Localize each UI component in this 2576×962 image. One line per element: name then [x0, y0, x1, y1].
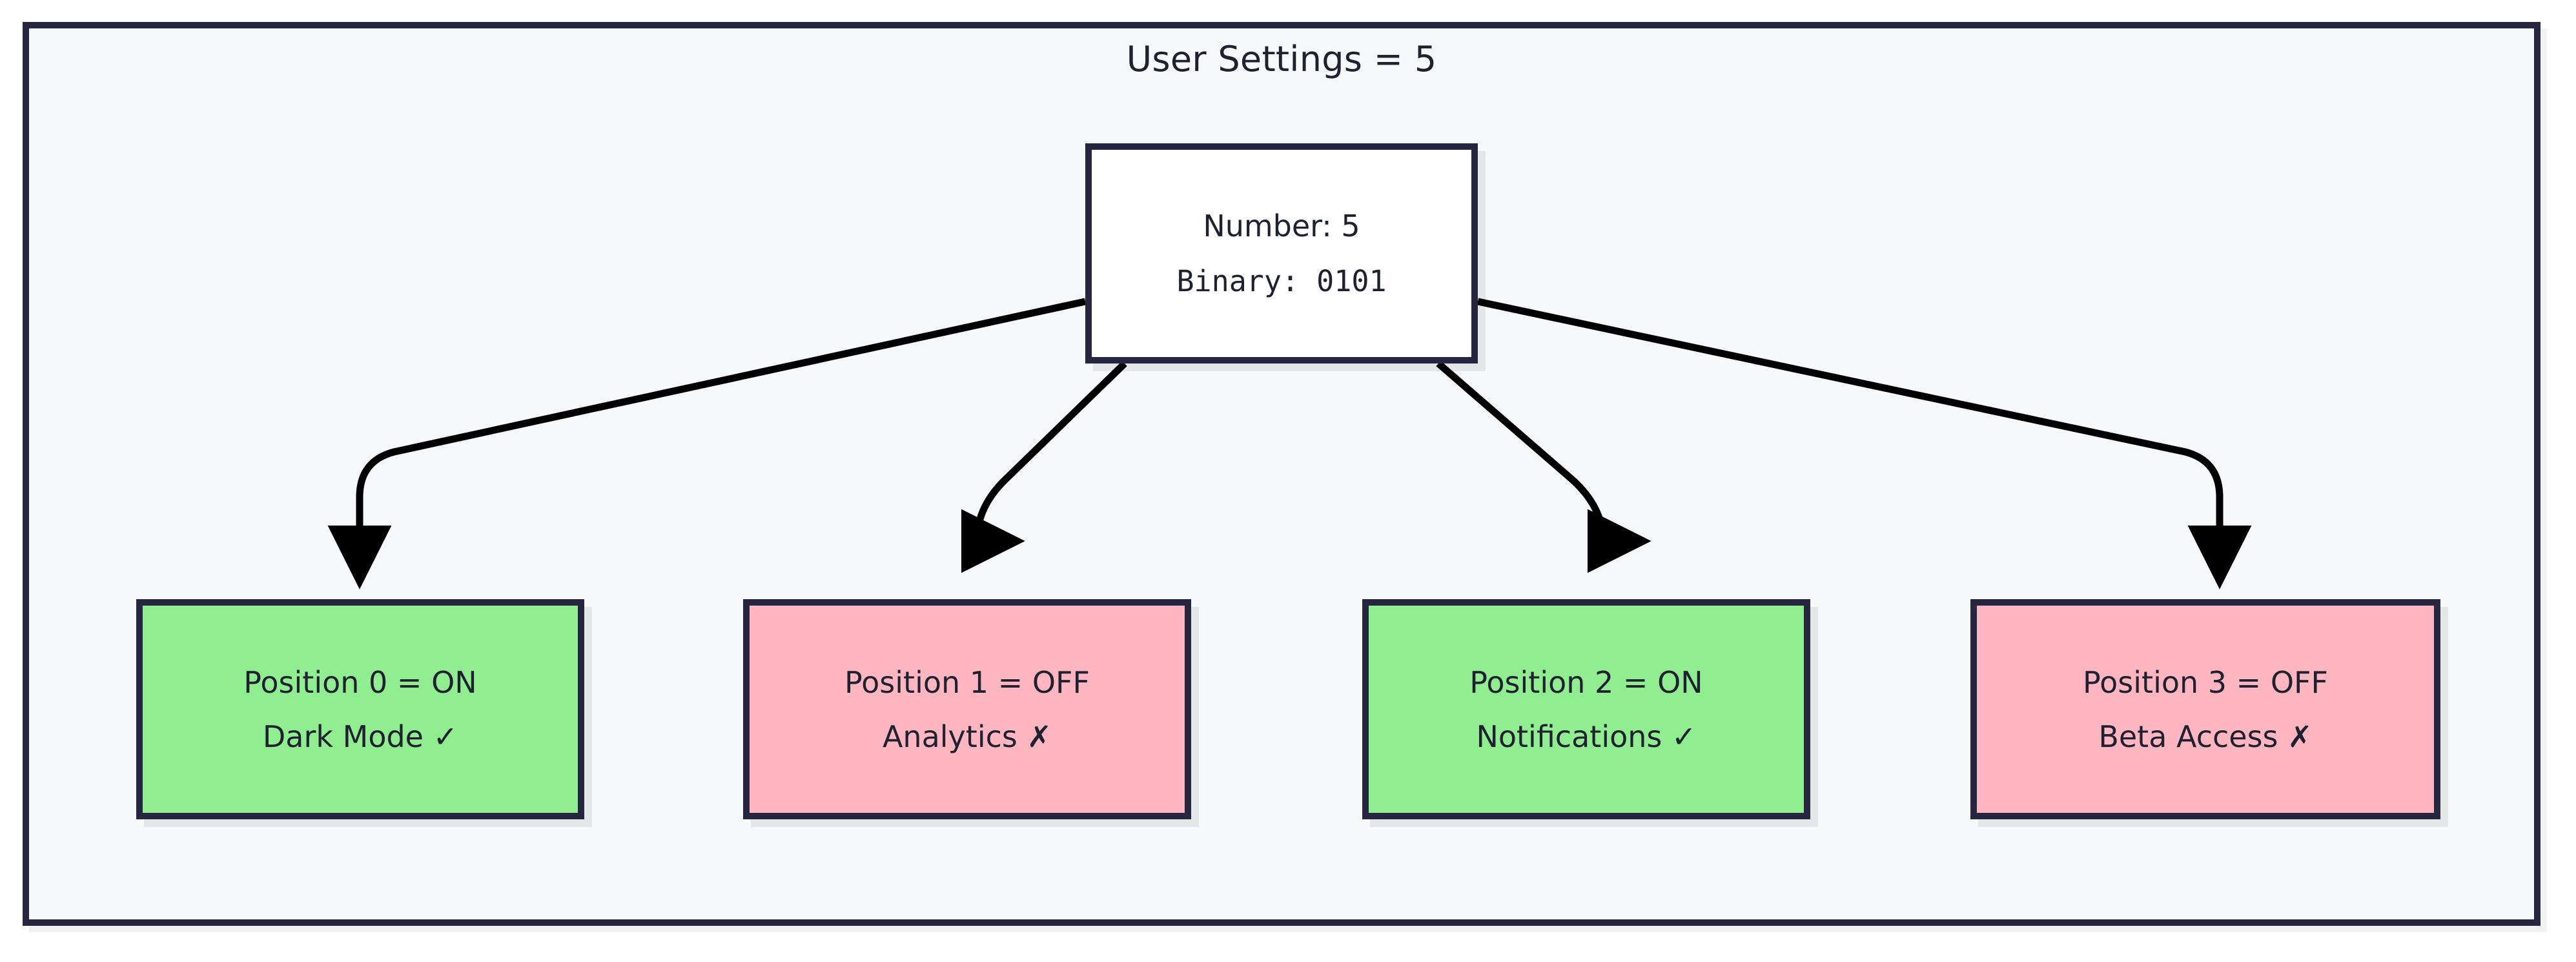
root-node[interactable]: Number: 5 Binary: 0101 — [1085, 143, 1478, 363]
position-1-state-label: Position 1 = OFF — [844, 664, 1090, 700]
position-0-feature-label: Dark Mode ✓ — [262, 719, 458, 754]
node-position-0[interactable]: Position 0 = ON Dark Mode ✓ — [136, 599, 584, 819]
position-2-state-label: Position 2 = ON — [1469, 664, 1703, 700]
node-position-1[interactable]: Position 1 = OFF Analytics ✗ — [743, 599, 1191, 819]
node-position-3[interactable]: Position 3 = OFF Beta Access ✗ — [1970, 599, 2440, 819]
position-1-feature-label: Analytics ✗ — [882, 719, 1052, 754]
position-3-state-label: Position 3 = OFF — [2083, 664, 2328, 700]
position-0-state-label: Position 0 = ON — [243, 664, 477, 700]
diagram-title: User Settings = 5 — [1126, 39, 1437, 79]
root-binary-line: Binary: 0101 — [1176, 264, 1387, 298]
position-3-feature-label: Beta Access ✗ — [2098, 719, 2313, 754]
root-number-line: Number: 5 — [1203, 209, 1360, 243]
position-2-feature-label: Notifications ✓ — [1476, 719, 1697, 754]
node-position-2[interactable]: Position 2 = ON Notifications ✓ — [1362, 599, 1810, 819]
